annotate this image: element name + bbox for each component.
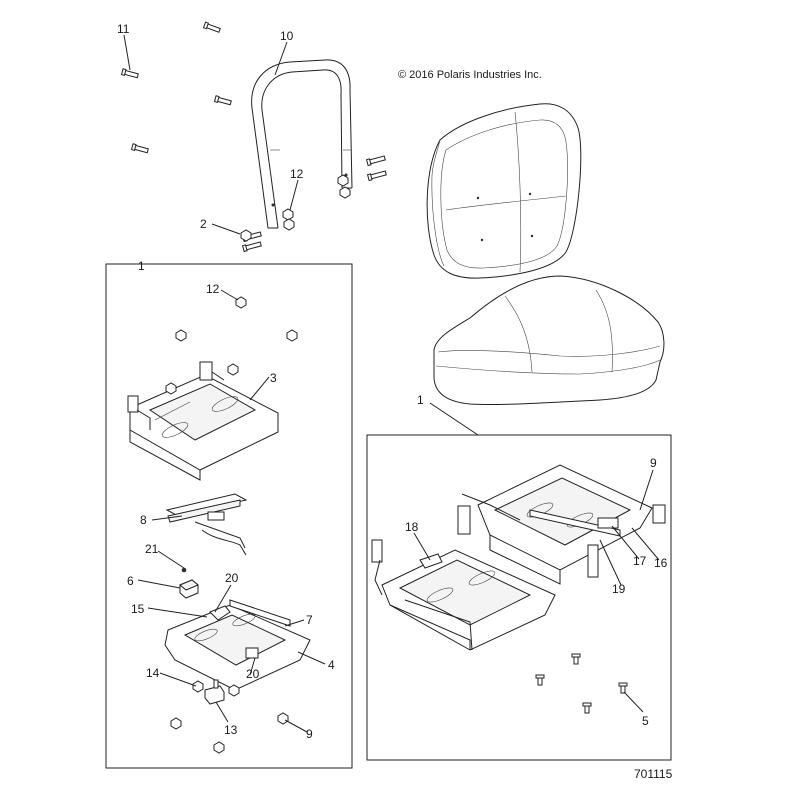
callout-14: 14 [146,666,160,680]
left-kit-box [105,263,353,769]
callout-15: 15 [131,602,145,616]
part-6-bumper [179,579,199,599]
part-3-seat-base [127,361,279,481]
callout-16: 16 [654,556,668,570]
callout-13: 13 [224,723,238,737]
callout-9: 9 [650,456,657,470]
callout-labels: 11 10 12 2 1 12 3 8 21 6 20 15 7 4 14 20… [117,22,668,741]
part-8-slide-rail [165,493,248,556]
right-box-fasteners [535,653,628,714]
callout-7: 7 [306,613,313,627]
right-lower-seat-frame [371,505,556,651]
callout-5: 5 [642,714,649,728]
callout-4: 4 [328,658,335,672]
callout-19: 19 [612,582,626,596]
callout-21: 21 [145,542,159,556]
callout-10: 10 [280,29,294,43]
callout-2: 2 [200,217,207,231]
callout-17: 17 [633,554,647,568]
copyright-text: © 2016 Polaris Industries Inc. [398,69,542,81]
callout-11: 11 [117,22,130,36]
callout-8: 8 [140,513,147,527]
bar-fasteners [240,155,387,253]
callout-1: 1 [417,393,424,407]
left-box-fasteners [165,296,298,754]
callout-12: 12 [206,282,220,296]
callout-9: 9 [306,727,313,741]
part-13-latch [204,679,225,705]
leader-lines [123,34,660,733]
grab-bar [251,59,353,229]
callout-20: 20 [225,571,239,585]
right-upper-seat-frame [461,464,666,585]
part-4-lower-plate [164,599,311,691]
drawing-number: 701115 [634,767,673,781]
right-kit-box [366,434,672,761]
callout-18: 18 [405,520,419,534]
callout-1: 1 [138,259,145,273]
bolt-group-11 [120,21,232,154]
seat-cushion [433,275,665,406]
seat-back [426,103,582,279]
callout-6: 6 [127,574,134,588]
callout-3: 3 [270,371,277,385]
callout-20: 20 [246,667,260,681]
callout-12: 12 [290,167,304,181]
